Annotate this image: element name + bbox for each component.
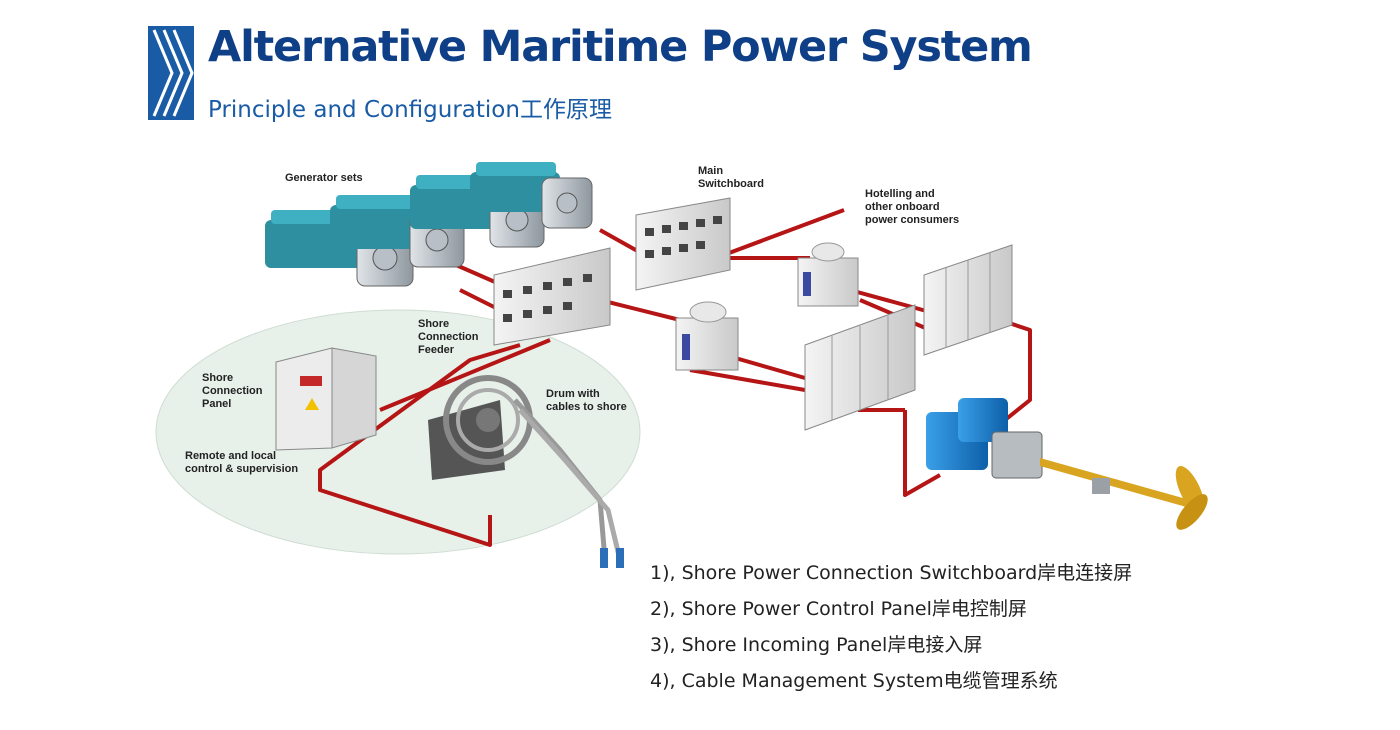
cable-drum bbox=[428, 375, 624, 568]
shaft-and-propeller bbox=[1040, 458, 1208, 530]
main-switchboard-upper bbox=[635, 197, 731, 291]
main-switchboard-lower bbox=[493, 247, 611, 346]
brand-logo-icon bbox=[148, 26, 194, 120]
component-item-1: 1), Shore Power Connection Switchboard岸电… bbox=[650, 562, 1133, 584]
label-hotelling-consumers: Hotelling and other onboard power consum… bbox=[865, 188, 960, 226]
label-remote-local-control: Remote and local control & supervision bbox=[185, 450, 299, 475]
label-shore-connection-feeder: Shore Connection Feeder bbox=[418, 318, 479, 356]
component-item-2: 2), Shore Power Control Panel岸电控制屏 bbox=[650, 598, 1027, 620]
component-item-4: 4), Cable Management System电缆管理系统 bbox=[650, 670, 1058, 692]
page-title: Alternative Maritime Power System bbox=[208, 22, 1033, 72]
transformer-upper bbox=[797, 242, 859, 307]
label-generator-sets: Generator sets bbox=[285, 172, 363, 184]
component-item-3: 3), Shore Incoming Panel岸电接入屏 bbox=[650, 634, 983, 656]
shore-connection-panel bbox=[275, 347, 377, 451]
transformer-lower bbox=[675, 301, 739, 371]
propulsion-switchboard bbox=[804, 304, 916, 431]
generator-sets bbox=[265, 162, 593, 287]
hotelling-switchboard bbox=[923, 244, 1013, 356]
gearbox bbox=[991, 431, 1043, 479]
shore-area bbox=[155, 309, 641, 555]
component-list: 1), Shore Power Connection Switchboard岸电… bbox=[650, 555, 1132, 699]
label-drum-with-cables: Drum with cables to shore bbox=[546, 388, 627, 413]
label-main-switchboard: Main Switchboard bbox=[698, 165, 765, 190]
label-shore-connection-panel: Shore Connection Panel bbox=[202, 372, 263, 410]
propulsion-motor bbox=[926, 398, 1008, 470]
page-subtitle: Principle and Configuration工作原理 bbox=[208, 97, 612, 123]
